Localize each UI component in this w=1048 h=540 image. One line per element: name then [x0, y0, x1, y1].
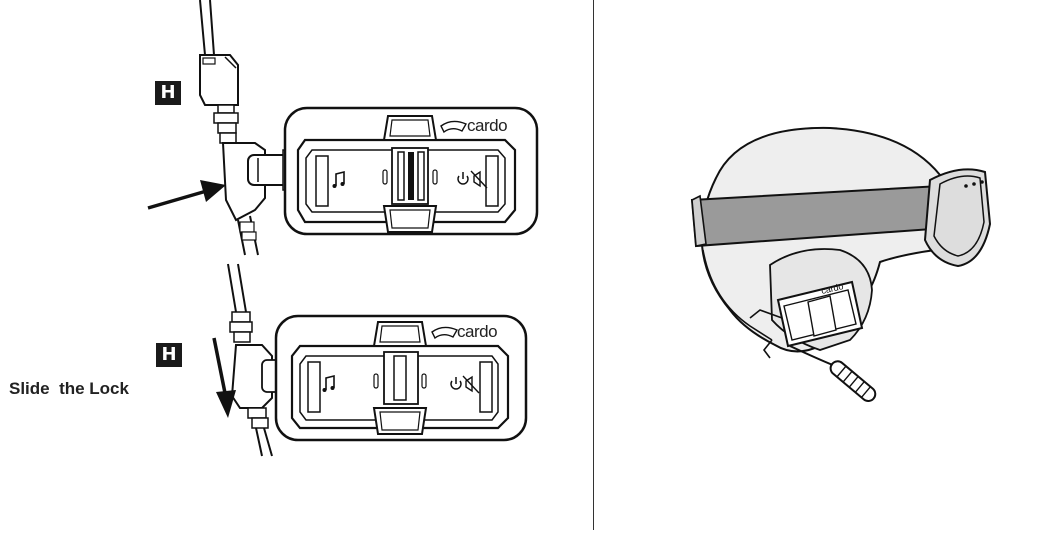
panel-divider: [593, 0, 594, 530]
step-badge-top: H: [155, 81, 181, 105]
brand-logo-top: cardo: [467, 116, 507, 135]
mute-icon: [462, 375, 480, 394]
music-note-icon: [322, 374, 335, 392]
helmet-cradle-brand: cardo: [820, 281, 844, 296]
step-badge-bottom: H: [156, 343, 182, 367]
brand-logo-bottom: cardo: [457, 322, 497, 341]
arrow-right-icon: [147, 180, 226, 210]
power-icon: [457, 172, 469, 185]
instruction-caption: Slide the Lock: [9, 379, 129, 398]
arrow-down-icon: [212, 337, 236, 418]
cradle-bottom-illustration: cardo: [212, 263, 528, 457]
power-icon: [450, 377, 462, 390]
music-note-icon: [332, 170, 345, 188]
helmet-illustration: cardo: [690, 126, 992, 403]
mute-icon: [470, 170, 488, 189]
cradle-top-illustration: cardo: [147, 0, 539, 256]
